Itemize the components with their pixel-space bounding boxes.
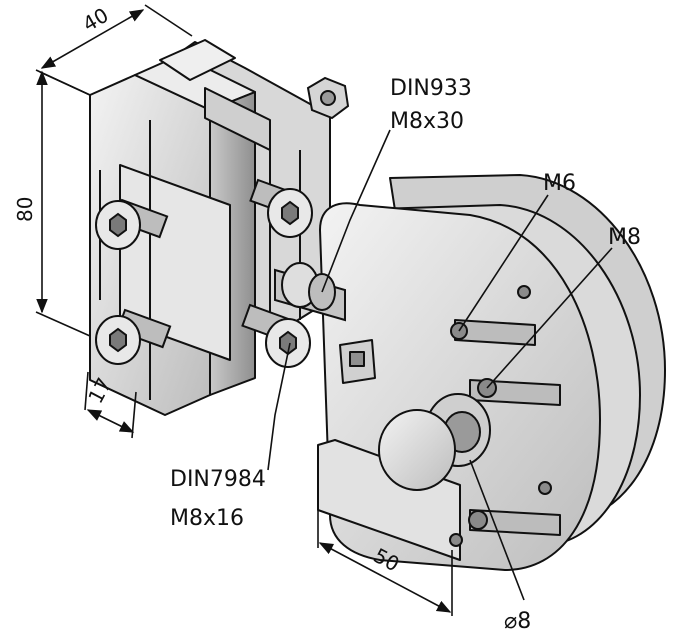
pivot-pin	[378, 393, 491, 491]
callout-din933-line2: M8x30	[390, 109, 464, 134]
screw-bottom-left	[95, 308, 172, 365]
callout-din933-line1: DIN933	[390, 76, 472, 101]
callout-m8: M8	[608, 225, 641, 250]
leader-lines	[267, 129, 613, 601]
dimension-label-diameter-8: ⌀8	[504, 609, 531, 634]
callout-din7984-line2: M8x16	[170, 506, 244, 531]
screw-top-left	[95, 198, 169, 250]
dimension-lines	[35, 4, 453, 616]
hex-nut	[306, 76, 350, 120]
socket-screws	[95, 178, 313, 368]
screw-top-right	[249, 178, 313, 238]
callout-m6: M6	[543, 171, 576, 196]
mounting-holes	[449, 285, 552, 547]
screw-bottom-right	[241, 303, 311, 368]
dimension-label-80: 80	[13, 197, 37, 222]
pin-cap	[378, 409, 456, 491]
callout-din7984-line1: DIN7984	[170, 467, 266, 492]
